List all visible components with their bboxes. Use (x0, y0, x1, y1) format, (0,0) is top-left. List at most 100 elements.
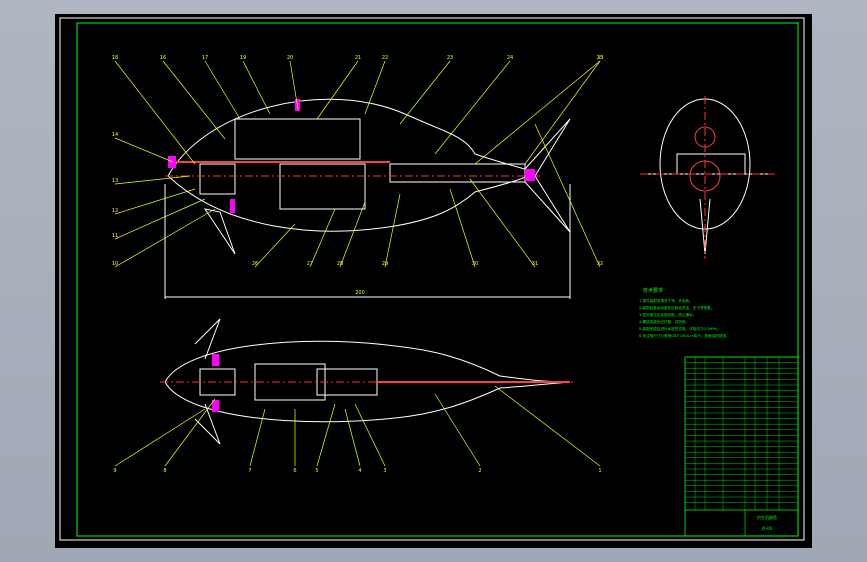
inner-border (76, 22, 799, 537)
leader-line (249, 408, 266, 467)
part-label: 5 (315, 468, 318, 474)
hatch-4 (525, 169, 535, 181)
part-label: 14 (112, 132, 118, 138)
leader-line (114, 137, 174, 163)
note-line-3: 3.密封部位应涂密封胶，防止漏水。 (639, 312, 696, 317)
part-label: 24 (507, 55, 513, 61)
part-label: 28 (337, 261, 343, 267)
front-tail (699, 198, 711, 255)
leader-line (534, 123, 601, 268)
part-label: 2 (478, 468, 481, 474)
part-label: 21 (355, 55, 361, 61)
note-line-2: 2.装配后各运动部件应转动灵活，无卡滞现象。 (639, 305, 714, 310)
part-label: 23 (447, 55, 453, 61)
leader-line (114, 60, 196, 165)
note-line-4: 4.螺纹连接处应拧紧，并防松。 (639, 319, 689, 324)
gearbox (199, 163, 236, 195)
leader-line (434, 393, 481, 467)
part-label: 25 (597, 55, 603, 61)
plan-hatch-1 (212, 354, 219, 366)
plan-fin-upper (194, 318, 221, 360)
part-label: 17 (202, 55, 208, 61)
note-line-1: 1.零件装配前清洗干净，去毛刺。 (639, 298, 693, 303)
part-label: 29 (382, 261, 388, 267)
part-label: 7 (248, 468, 251, 474)
part-label: 19 (240, 55, 246, 61)
part-label: 12 (112, 208, 118, 214)
part-label: 16 (160, 55, 166, 61)
tail-fin-upper (524, 118, 571, 177)
part-label: 18 (112, 55, 118, 61)
leader-line (399, 60, 451, 125)
pectoral-fin (203, 208, 236, 255)
leader-line (524, 60, 601, 165)
front-view (640, 96, 775, 259)
part-label: 11 (112, 233, 118, 239)
leader-line (316, 403, 336, 467)
leader-line (344, 408, 361, 467)
plan-hatch-2 (212, 400, 219, 412)
parts-list-table: 仿生机器鱼 JX-00 (684, 356, 799, 537)
drive-shaft-housing (389, 163, 526, 183)
leader-line (384, 193, 401, 268)
part-label: 26 (252, 261, 258, 267)
leader-line (339, 201, 366, 268)
leader-line (204, 60, 241, 120)
plan-view-leaders: 9 8 7 6 5 4 3 2 1 (113, 385, 602, 474)
leader-line (434, 60, 511, 155)
leader-line (114, 198, 206, 240)
part-label: 32 (597, 261, 603, 267)
top-view-leaders: 18 16 17 19 20 21 22 23 24 25 14 13 12 11 10 26 27 28 29 30… (112, 55, 603, 268)
leader-line (162, 60, 226, 140)
leader-line (114, 175, 191, 185)
title-block-name: 仿生机器鱼 (757, 514, 777, 520)
plan-fin-lower (194, 403, 221, 445)
leader-line (494, 385, 601, 467)
tail-fin-lower (524, 175, 571, 233)
dimension-text: 200 (355, 290, 365, 296)
leader-line (469, 178, 536, 268)
hatch-1 (168, 156, 176, 168)
leader-line (242, 60, 271, 115)
part-label: 22 (382, 55, 388, 61)
plan-view: 9 8 7 6 5 4 3 2 1 (113, 318, 602, 474)
parts-list-grid (685, 356, 798, 536)
part-label: 9 (113, 468, 116, 474)
part-label: 20 (287, 55, 293, 61)
part-label: 1 (598, 468, 601, 474)
motor-housing-lower (279, 163, 366, 210)
part-label: 4 (358, 468, 361, 474)
outer-frame (59, 17, 805, 541)
leader-line (114, 208, 216, 268)
part-label: 6 (293, 468, 296, 474)
part-label: 33 (597, 55, 603, 61)
leader-line (364, 60, 386, 115)
hatch-3 (230, 199, 235, 213)
leader-line (474, 60, 601, 165)
part-label: 30 (472, 261, 478, 267)
note-line-5: 5.装配完成后进行水密性试验，试验压力0.2MPa。 (639, 326, 720, 331)
leader-line (254, 223, 296, 268)
side-section-view: 200 18 16 17 19 20 21 22 23 24 25 14 13 12 11 10 26 27 28… (112, 55, 603, 299)
notes-title: 技术要求 (643, 287, 663, 294)
leader-line (449, 188, 476, 268)
part-label: 27 (307, 261, 313, 267)
leader-line (354, 403, 386, 467)
front-bracket (676, 153, 746, 175)
motor-housing-upper (234, 118, 361, 160)
part-label: 8 (163, 468, 166, 474)
leader-line (309, 208, 336, 268)
leader-line (114, 408, 206, 467)
leader-line (164, 398, 216, 467)
part-label: 31 (532, 261, 538, 267)
leader-line (289, 60, 299, 110)
leader-line (316, 60, 359, 120)
part-label: 3 (383, 468, 386, 474)
note-line-6: 6.未注明尺寸公差按GB/T1804-m执行，表面涂防锈漆。 (639, 333, 730, 338)
part-label: 13 (112, 178, 118, 184)
technical-notes: 技术要求 1.零件装配前清洗干净，去毛刺。 2.装配后各运动部件应转动灵活，无卡… (639, 287, 730, 338)
part-label: 10 (112, 261, 118, 267)
leader-line (114, 188, 196, 215)
